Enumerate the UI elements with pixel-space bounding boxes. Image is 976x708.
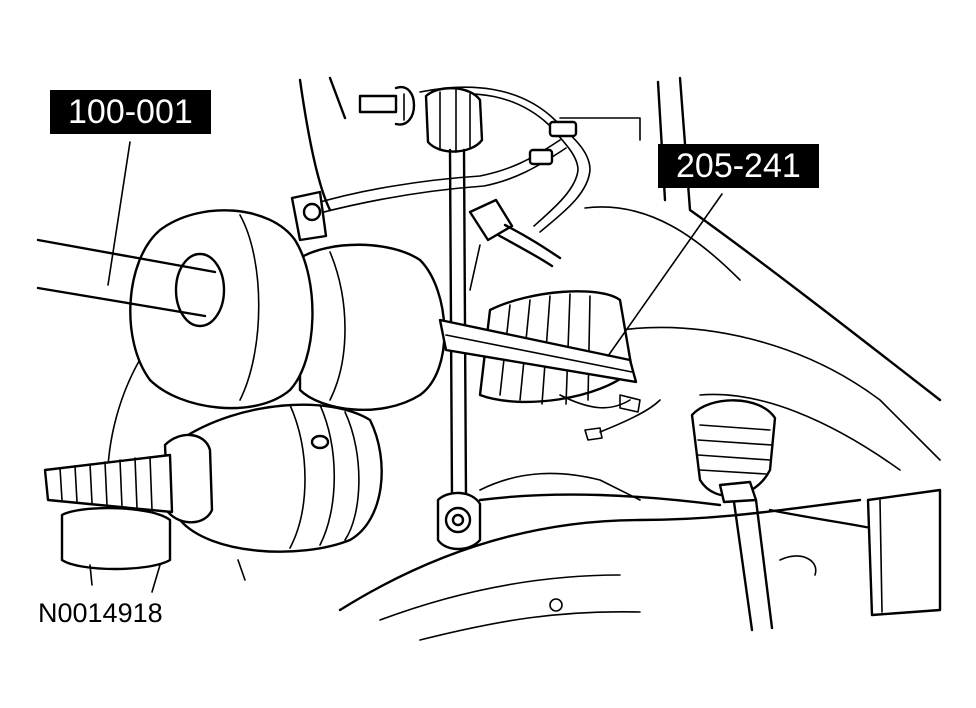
leader-lines [107, 141, 723, 357]
control-arm [478, 394, 942, 617]
figure-number: N0014918 [38, 598, 163, 628]
outer-cv-joint [163, 403, 383, 553]
top-bolt [358, 85, 416, 126]
puller-cup [129, 209, 446, 412]
hose-connector [468, 198, 562, 291]
tool-bar [438, 318, 638, 384]
callout-tool-205-241: 205-241 [658, 144, 819, 188]
tie-rod-end [690, 399, 777, 632]
brake-line [290, 86, 591, 242]
slide-hammer-shaft [36, 238, 217, 318]
callout-tool-100-001: 100-001 [50, 90, 211, 134]
splined-shaft [43, 453, 174, 593]
